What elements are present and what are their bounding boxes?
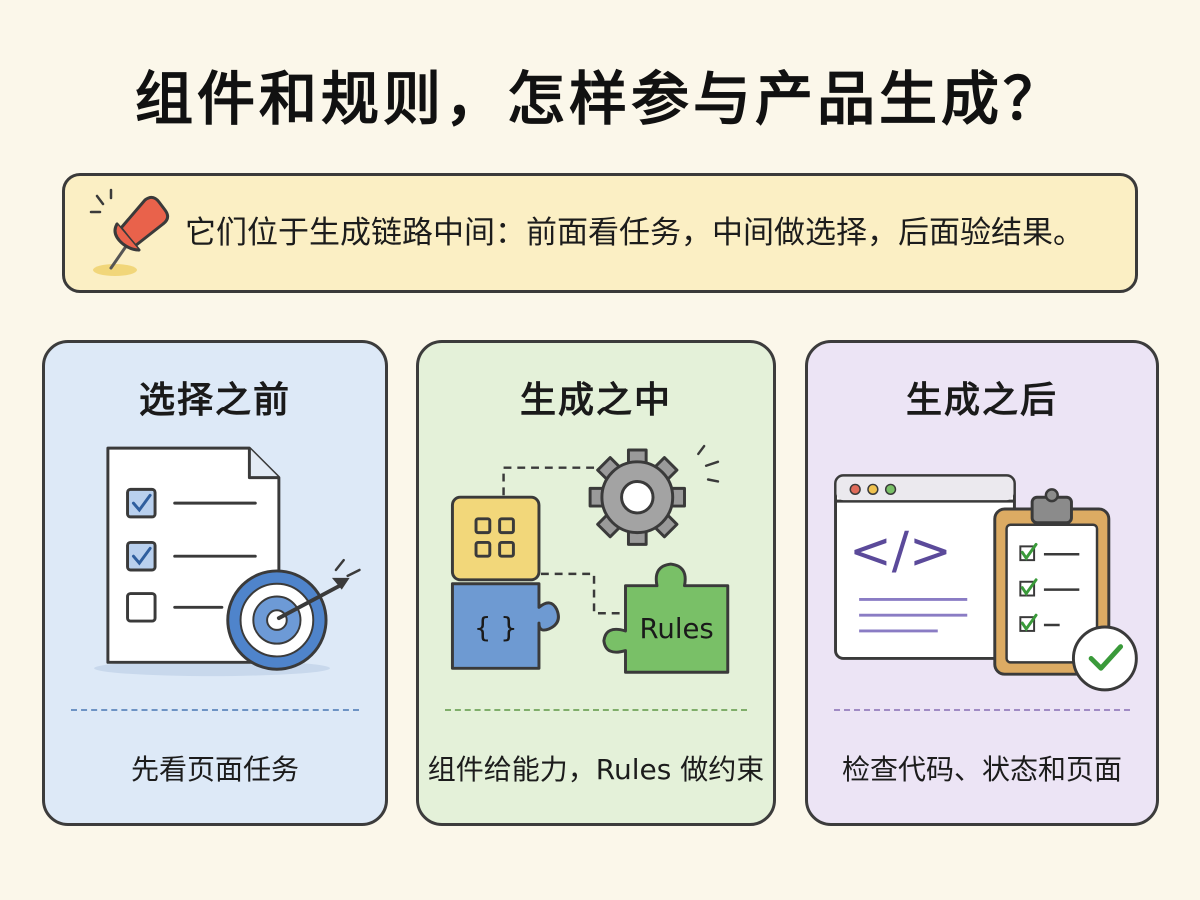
card-caption: 组件给能力，Rules 做约束 [427, 753, 765, 786]
card-illustration: { } Rules [450, 444, 730, 674]
card-caption: 检查代码、状态和页面 [841, 753, 1122, 786]
card-caption: 先看页面任务 [130, 753, 299, 786]
rules-puzzle-icon: Rules [602, 562, 730, 674]
card-illustration [94, 446, 361, 677]
check-badge-icon [1071, 625, 1138, 692]
gear-icon [588, 444, 720, 546]
code-braces-puzzle-icon: { } [450, 582, 560, 670]
component-grid-icon [450, 495, 541, 582]
card-divider [834, 709, 1130, 711]
card-title: 生成之后 [905, 380, 1058, 421]
card-divider [445, 709, 747, 711]
summary-banner: 它们位于生成链路中间：前面看任务，中间做选择，后面验结果。 [62, 173, 1138, 293]
svg-text:</>: </> [849, 522, 952, 581]
banner-text: 它们位于生成链路中间：前面看任务，中间做选择，后面验结果。 [185, 215, 1084, 251]
pushpin-icon [89, 188, 170, 276]
card-title: 选择之前 [138, 380, 291, 421]
card-title: 生成之中 [519, 380, 672, 421]
card-divider [71, 709, 359, 711]
svg-text:Rules: Rules [640, 613, 714, 645]
card-after-generation: 生成之后 </> [805, 340, 1159, 826]
target-arrow-icon [226, 558, 361, 671]
code-window-icon: </> [834, 474, 1016, 660]
clipboard-checklist-icon [993, 488, 1111, 676]
card-illustration: </> [834, 474, 1138, 692]
svg-text:{ }: { } [474, 612, 518, 644]
card-during-generation: 生成之中 [416, 340, 776, 826]
page-title: 组件和规则，怎样参与产品生成？ [134, 65, 1065, 133]
card-before-selection: 选择之前 先看页面任务 [42, 340, 388, 826]
